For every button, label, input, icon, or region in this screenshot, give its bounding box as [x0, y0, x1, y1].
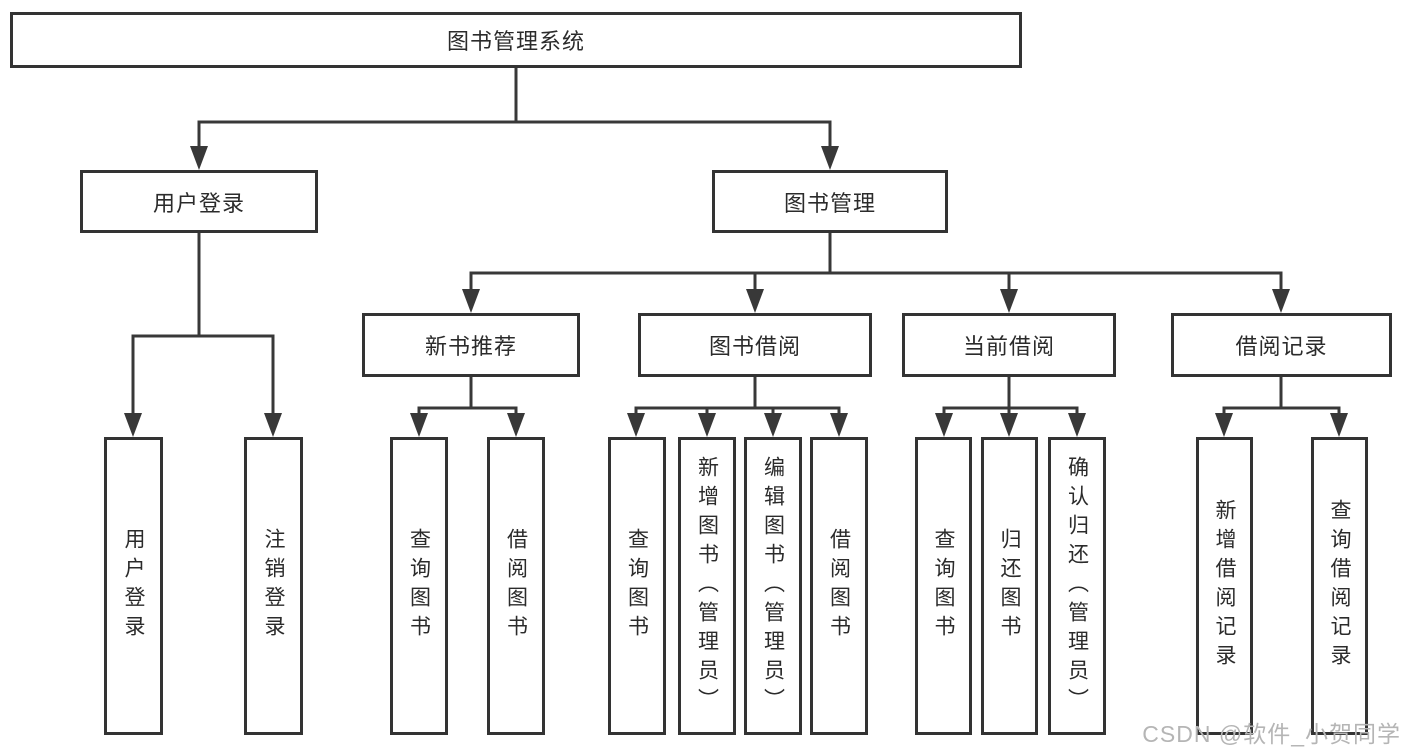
connector-book-borrow-to-leaves [634, 377, 841, 414]
connector-new-book-recommend-to-leaves [417, 377, 518, 414]
leaf-logout-label: 注销登录 [262, 528, 285, 644]
leaf-br-add-record: 新增借阅记录 [1196, 437, 1253, 735]
connector-book-management-to-level3 [469, 233, 1283, 290]
leaf-br-add-record-label: 新增借阅记录 [1213, 499, 1236, 673]
leaf-bb-add-books: 新增图书（管理员） [678, 437, 736, 735]
leaf-bb-edit-books-label: 编辑图书（管理员） [761, 455, 785, 717]
leaf-cb-return-books-label: 归还图书 [998, 528, 1021, 644]
node-book-borrow: 图书借阅 [638, 313, 872, 377]
leaf-bb-add-books-label: 新增图书（管理员） [695, 455, 719, 717]
leaf-rec-borrow-books: 借阅图书 [487, 437, 545, 735]
leaf-bb-borrow-books-label: 借阅图书 [827, 528, 851, 644]
leaf-user-login-label: 用户登录 [122, 528, 145, 644]
leaf-bb-edit-books: 编辑图书（管理员） [744, 437, 802, 735]
leaf-cb-confirm-return-label: 确认归还（管理员） [1065, 455, 1089, 717]
node-user-login: 用户登录 [80, 170, 318, 233]
leaf-bb-borrow-books: 借阅图书 [810, 437, 868, 735]
csdn-watermark: CSDN @软件_小贺同学 [1142, 721, 1401, 747]
leaf-logout: 注销登录 [244, 437, 303, 735]
leaf-cb-confirm-return: 确认归还（管理员） [1048, 437, 1106, 735]
leaf-rec-query-books: 查询图书 [390, 437, 448, 735]
leaf-bb-query-books-label: 查询图书 [625, 528, 649, 644]
connector-user-login-to-leaves [131, 233, 275, 414]
leaf-br-query-record-label: 查询借阅记录 [1328, 499, 1351, 673]
leaf-bb-query-books: 查询图书 [608, 437, 666, 735]
leaf-user-login: 用户登录 [104, 437, 163, 735]
leaf-br-query-record: 查询借阅记录 [1311, 437, 1368, 735]
connector-borrow-records-to-leaves [1222, 377, 1341, 414]
node-library-system: 图书管理系统 [10, 12, 1022, 68]
node-current-borrow: 当前借阅 [902, 313, 1116, 377]
node-borrow-records: 借阅记录 [1171, 313, 1392, 377]
connector-root-to-level2 [197, 68, 832, 148]
node-new-book-recommend: 新书推荐 [362, 313, 580, 377]
node-book-management: 图书管理 [712, 170, 948, 233]
connector-current-borrow-to-leaves [942, 377, 1079, 414]
leaf-cb-query-books-label: 查询图书 [932, 528, 955, 644]
leaf-cb-query-books: 查询图书 [915, 437, 972, 735]
leaf-rec-borrow-books-label: 借阅图书 [504, 528, 528, 644]
leaf-rec-query-books-label: 查询图书 [407, 528, 431, 644]
leaf-cb-return-books: 归还图书 [981, 437, 1038, 735]
